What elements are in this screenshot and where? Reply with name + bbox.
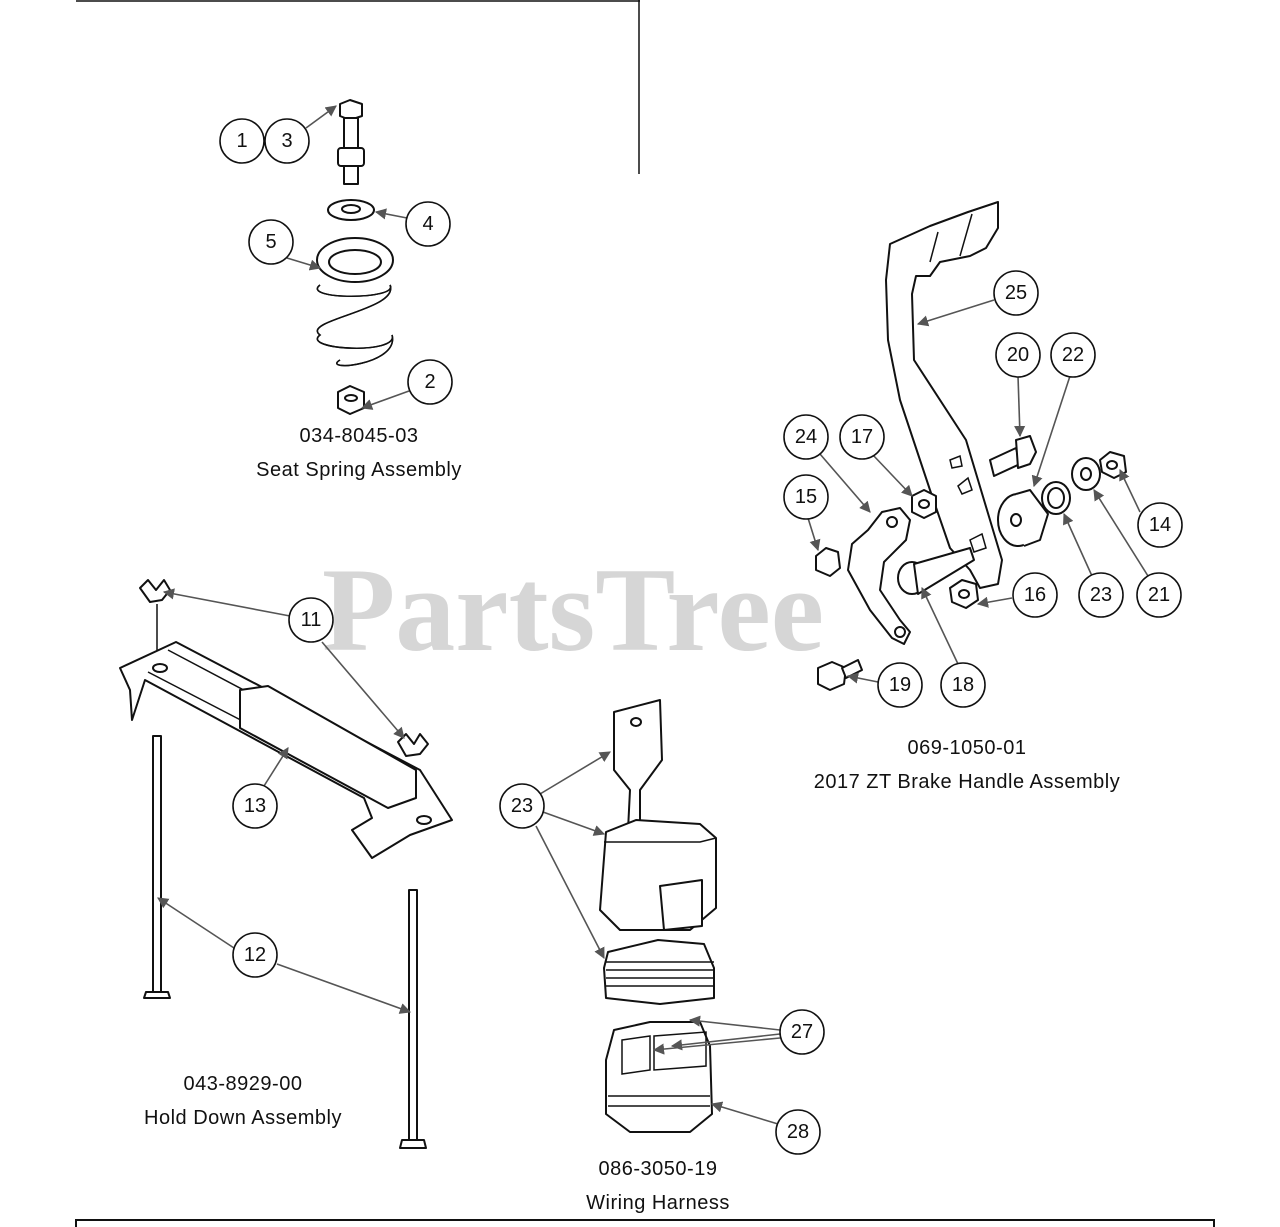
callout-12: 12 bbox=[232, 932, 278, 978]
seat-spring-part-number: 034-8045-03 bbox=[300, 425, 419, 447]
frame-bottom-bar bbox=[75, 1219, 1215, 1227]
callout-24: 24 bbox=[783, 414, 829, 460]
callout-15: 15 bbox=[783, 474, 829, 520]
svg-text:22: 22 bbox=[1062, 344, 1084, 366]
svg-text:20: 20 bbox=[1007, 344, 1029, 366]
svg-text:19: 19 bbox=[889, 674, 911, 696]
callout-5: 5 bbox=[248, 219, 294, 265]
callout-3: 3 bbox=[264, 118, 310, 164]
callout-11: 11 bbox=[288, 597, 334, 643]
wiring-harness-name: Wiring Harness bbox=[586, 1192, 730, 1214]
seat-spring-drawing bbox=[316, 99, 394, 415]
svg-text:12: 12 bbox=[244, 944, 266, 966]
callout-18: 18 bbox=[940, 662, 986, 708]
callout-28: 28 bbox=[775, 1109, 821, 1155]
callout-16: 16 bbox=[1012, 572, 1058, 618]
callout-13: 13 bbox=[232, 783, 278, 829]
callout-23-harness: 23 bbox=[499, 783, 545, 829]
seat-spring-name: Seat Spring Assembly bbox=[256, 459, 462, 481]
callout-14: 14 bbox=[1137, 502, 1183, 548]
callout-2: 2 bbox=[407, 359, 453, 405]
brake-handle-drawing bbox=[815, 201, 1127, 691]
brake-handle-part-number: 069-1050-01 bbox=[908, 737, 1027, 759]
svg-text:23: 23 bbox=[1090, 584, 1112, 606]
svg-text:13: 13 bbox=[244, 795, 266, 817]
svg-text:4: 4 bbox=[422, 213, 433, 235]
svg-text:18: 18 bbox=[952, 674, 974, 696]
callout-17: 17 bbox=[839, 414, 885, 460]
brake-handle-name: 2017 ZT Brake Handle Assembly bbox=[814, 771, 1121, 793]
svg-text:17: 17 bbox=[851, 426, 873, 448]
callout-21: 21 bbox=[1136, 572, 1182, 618]
wiring-harness-part-number: 086-3050-19 bbox=[599, 1158, 718, 1180]
callout-4: 4 bbox=[405, 201, 451, 247]
hold-down-name: Hold Down Assembly bbox=[144, 1107, 342, 1129]
svg-text:25: 25 bbox=[1005, 282, 1027, 304]
svg-text:16: 16 bbox=[1024, 584, 1046, 606]
svg-text:15: 15 bbox=[795, 486, 817, 508]
watermark: PartsTree bbox=[322, 543, 824, 676]
callout-23-brake: 23 bbox=[1078, 572, 1124, 618]
callout-1: 1 bbox=[219, 118, 265, 164]
callout-22: 22 bbox=[1050, 332, 1096, 378]
svg-text:14: 14 bbox=[1149, 514, 1171, 536]
svg-text:21: 21 bbox=[1148, 584, 1170, 606]
svg-text:5: 5 bbox=[265, 231, 276, 253]
callout-25: 25 bbox=[993, 270, 1039, 316]
svg-text:1: 1 bbox=[236, 130, 247, 152]
svg-text:11: 11 bbox=[301, 609, 322, 631]
hold-down-part-number: 043-8929-00 bbox=[184, 1073, 303, 1095]
svg-text:3: 3 bbox=[281, 130, 292, 152]
svg-text:28: 28 bbox=[787, 1121, 809, 1143]
callout-20: 20 bbox=[995, 332, 1041, 378]
svg-text:23: 23 bbox=[511, 795, 533, 817]
svg-text:2: 2 bbox=[424, 371, 435, 393]
svg-text:24: 24 bbox=[795, 426, 817, 448]
callout-19: 19 bbox=[877, 662, 923, 708]
svg-text:27: 27 bbox=[791, 1021, 813, 1043]
callout-27: 27 bbox=[779, 1009, 825, 1055]
wiring-harness-drawing bbox=[599, 699, 717, 1133]
